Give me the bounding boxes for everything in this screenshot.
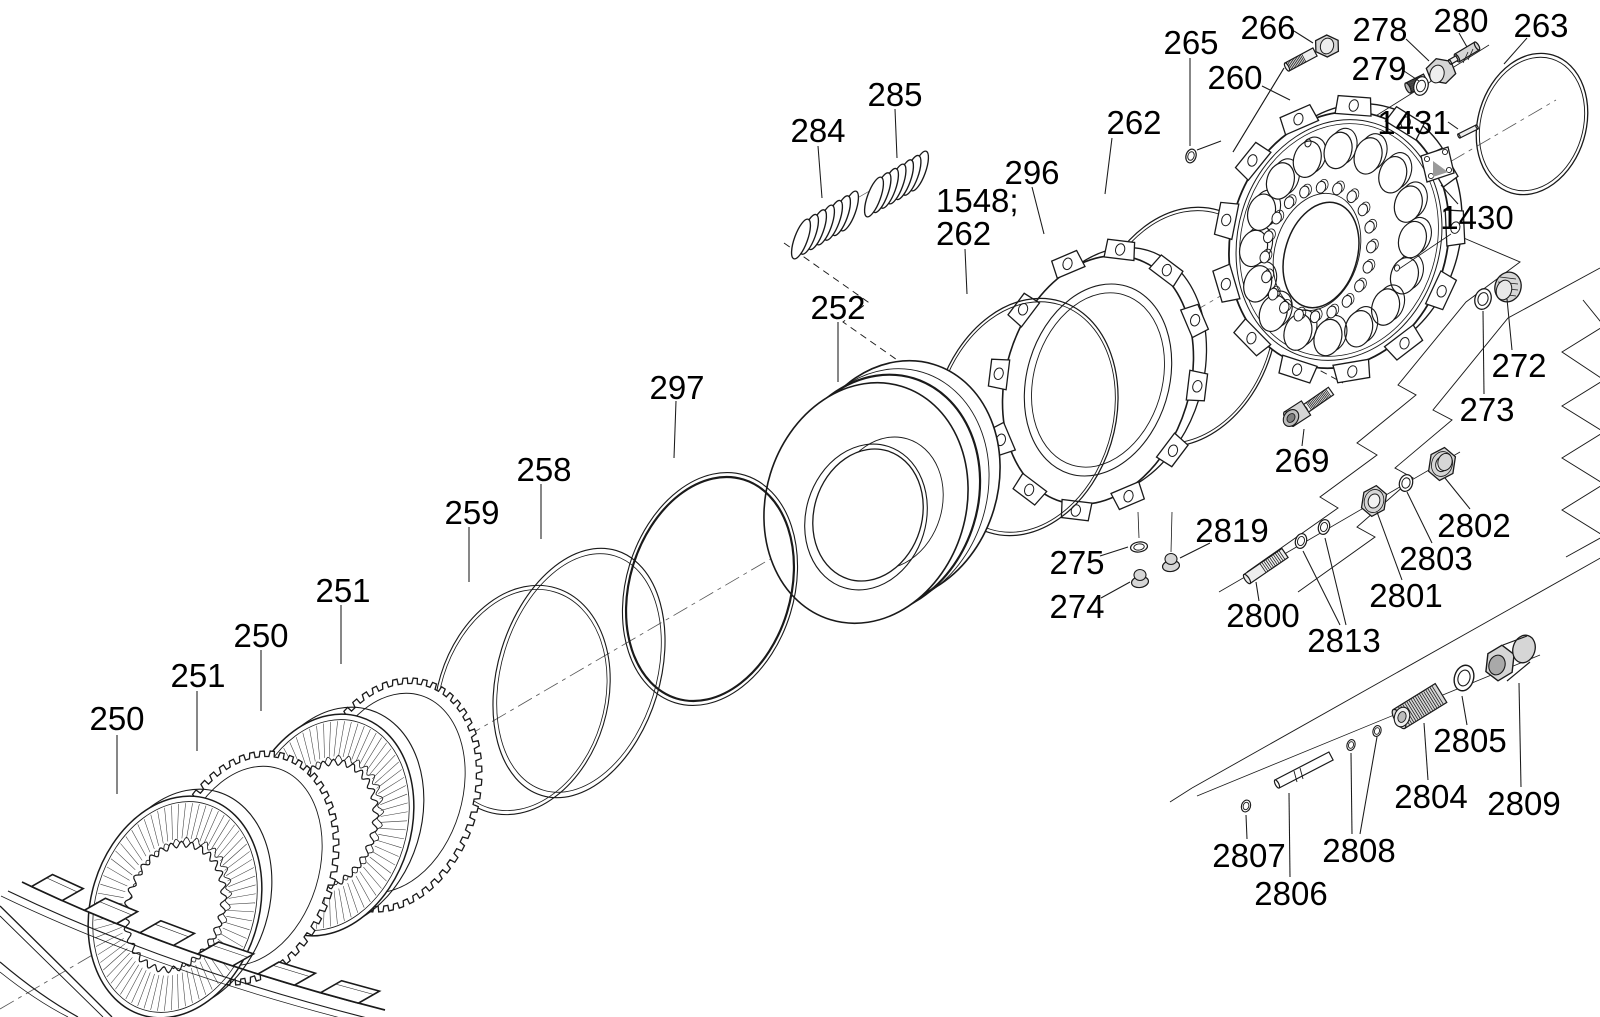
leader-line-265 (1196, 140, 1222, 151)
diagram-geometry (0, 34, 1600, 1017)
leader-line-297 (673, 400, 677, 459)
leader-line-280 (1458, 32, 1468, 48)
part-label-2819: 2819 (1195, 512, 1268, 549)
leader-line-2809 (1518, 682, 1522, 788)
leader-line-296 (1031, 186, 1045, 235)
leader-line-1431 (1447, 121, 1459, 130)
part-label-2801: 2801 (1369, 577, 1442, 614)
leader-line-284 (817, 145, 823, 199)
leader-line-263 (1503, 37, 1528, 65)
part-label-265: 265 (1163, 24, 1218, 61)
part-label-278: 278 (1352, 11, 1407, 48)
part-label-297: 297 (649, 369, 704, 406)
part-label-259: 259 (444, 494, 499, 531)
part-label-251-a: 251 (170, 657, 225, 694)
part-label-2806: 2806 (1254, 875, 1327, 912)
part-label-272: 272 (1491, 347, 1546, 384)
part-label-2802: 2802 (1437, 507, 1510, 544)
leader-line-275 (1099, 546, 1129, 557)
part-label-266: 266 (1240, 9, 1295, 46)
leader-line-2800 (1255, 581, 1260, 602)
part-label-285: 285 (867, 76, 922, 113)
leader-line-2807 (1245, 814, 1248, 840)
leader-line-262 (1104, 137, 1113, 195)
leader-line-278 (1405, 38, 1430, 62)
leader-line-2802 (1444, 477, 1471, 510)
part-label-274: 274 (1049, 588, 1104, 625)
leader-line-2805 (1461, 695, 1468, 726)
part-label-263: 263 (1513, 7, 1568, 44)
part-label-1431: 1431 (1377, 104, 1450, 141)
leader-line-2813 (1324, 537, 1347, 626)
part-label-250-b: 250 (233, 617, 288, 654)
leader-line-273 (1482, 310, 1485, 395)
part-label-262: 262 (1106, 104, 1161, 141)
leader-line-274 (1100, 581, 1131, 599)
leader-line-1430 (1440, 184, 1459, 205)
part-label-1548-262: 1548;262 (936, 182, 1019, 252)
leader-line-2803 (1406, 491, 1433, 544)
leader-line-285 (894, 108, 898, 159)
part-label-250-a: 250 (89, 700, 144, 737)
leader-line-2806 (1288, 792, 1291, 878)
part-label-2805: 2805 (1433, 722, 1506, 759)
part-label-296: 296 (1004, 154, 1059, 191)
part-label-275: 275 (1049, 544, 1104, 581)
part-label-2807: 2807 (1212, 837, 1285, 874)
leader-line-272 (1506, 298, 1513, 351)
part-label-2804: 2804 (1394, 778, 1467, 815)
part-label-251-b: 251 (315, 572, 370, 609)
part-label-2803: 2803 (1399, 540, 1472, 577)
leader-line-2804 (1423, 722, 1429, 781)
part-label-284: 284 (790, 112, 845, 149)
leader-line-2808 (1359, 736, 1378, 835)
part-label-2809: 2809 (1487, 785, 1560, 822)
leader-lines (116, 30, 1528, 878)
leader-line-2819 (1179, 542, 1211, 559)
part-label-273: 273 (1459, 391, 1514, 428)
part-label-2808: 2808 (1322, 832, 1395, 869)
part-label-260: 260 (1207, 59, 1262, 96)
part-label-1430: 1430 (1440, 199, 1513, 236)
leader-line-2801 (1376, 511, 1403, 581)
leader-line-269 (1301, 428, 1305, 447)
leader-line-279 (1403, 70, 1420, 82)
leader-line-2808 (1350, 752, 1353, 835)
leader-line-2813 (1302, 550, 1341, 626)
part-label-2813: 2813 (1307, 622, 1380, 659)
leader-line-260 (1261, 85, 1291, 101)
part-label-2800: 2800 (1226, 597, 1299, 634)
part-label-269: 269 (1274, 442, 1329, 479)
part-label-252: 252 (810, 289, 865, 326)
leader-line-266 (1232, 67, 1285, 153)
leader-line-1548-262 (964, 248, 968, 295)
part-label-279: 279 (1351, 50, 1406, 87)
leader-line-266 (1293, 30, 1314, 44)
part-label-258: 258 (516, 451, 571, 488)
part-label-280: 280 (1433, 2, 1488, 39)
